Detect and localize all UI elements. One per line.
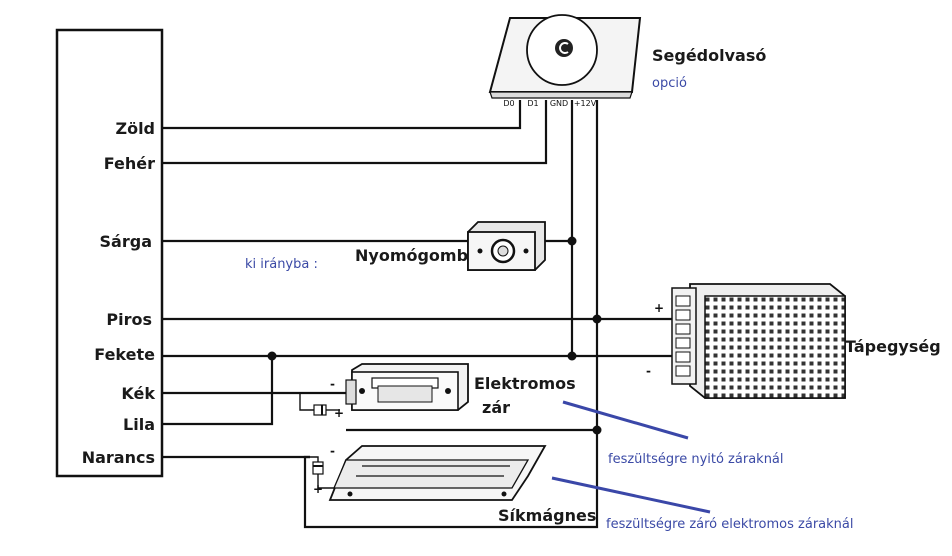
maglock-label: Síkmágnes [498,506,596,525]
wire-maglock-loop [303,430,599,529]
reader-pin-d1: D1 [527,99,538,108]
push-button [467,221,546,271]
wire-label-kek: Kék [121,384,155,403]
wire-label-narancs: Narancs [82,448,155,467]
terminal [675,337,691,349]
terminal [675,323,691,335]
terminal [675,365,691,377]
terminal [675,309,691,321]
electric-strike [345,363,469,411]
terminal [675,295,691,307]
wire-label-zold: Zöld [115,119,155,138]
psu-label: Tápegység [845,337,941,356]
wires [162,100,672,529]
wire-label-piros: Piros [106,310,152,329]
card-reader [488,14,642,99]
junction-dot [592,425,602,435]
reader-label: Segédolvasó [652,46,766,65]
note-arrow-fail-safe [551,476,711,514]
wire-label-sarga: Sárga [100,232,152,251]
psu-minus-sign: - [646,364,651,378]
junction-dot [567,351,577,361]
wire-label-feher: Fehér [104,154,155,173]
controller-box [55,28,164,478]
note-fail-safe: feszültségre záró elektromos záraknál [606,517,853,532]
junction-dot [567,236,577,246]
note-arrow-fail-secure [562,400,689,440]
psu-plus-sign: + [654,301,664,315]
wire-strike-diode [299,392,346,411]
strike-plus-sign: + [334,406,344,420]
wire-label-fekete: Fekete [94,345,155,364]
wire-feher [162,100,548,165]
wire-label-lila: Lila [123,415,155,434]
button-label: Nyomógomb [355,246,468,265]
wire-maglock-minus [310,456,319,462]
terminal [675,351,691,363]
note-fail-secure: feszültségre nyitó záraknál [608,452,784,467]
reader-logo-icon [555,39,573,57]
exit-direction-note: ki irányba : [245,257,318,272]
diode-maglock [312,461,324,475]
reader-pin-12v: +12V [574,99,597,108]
strike-minus-sign: - [330,377,335,391]
junction-dot [267,351,277,361]
magnetic-lock [328,445,547,501]
diode-strike [313,404,327,416]
strike-label-line2: zár [482,398,510,417]
reader-pin-gnd: GND [550,99,568,108]
junction-dot [592,314,602,324]
wire-lila [162,356,274,426]
wire-zold [162,100,522,130]
reader-pin-d0: D0 [503,99,514,108]
reader-option-label: opció [652,76,687,91]
power-supply [671,283,846,399]
strike-label-line1: Elektromos [474,374,576,393]
maglock-plus-sign: + [313,482,323,496]
maglock-minus-sign: - [330,444,335,458]
